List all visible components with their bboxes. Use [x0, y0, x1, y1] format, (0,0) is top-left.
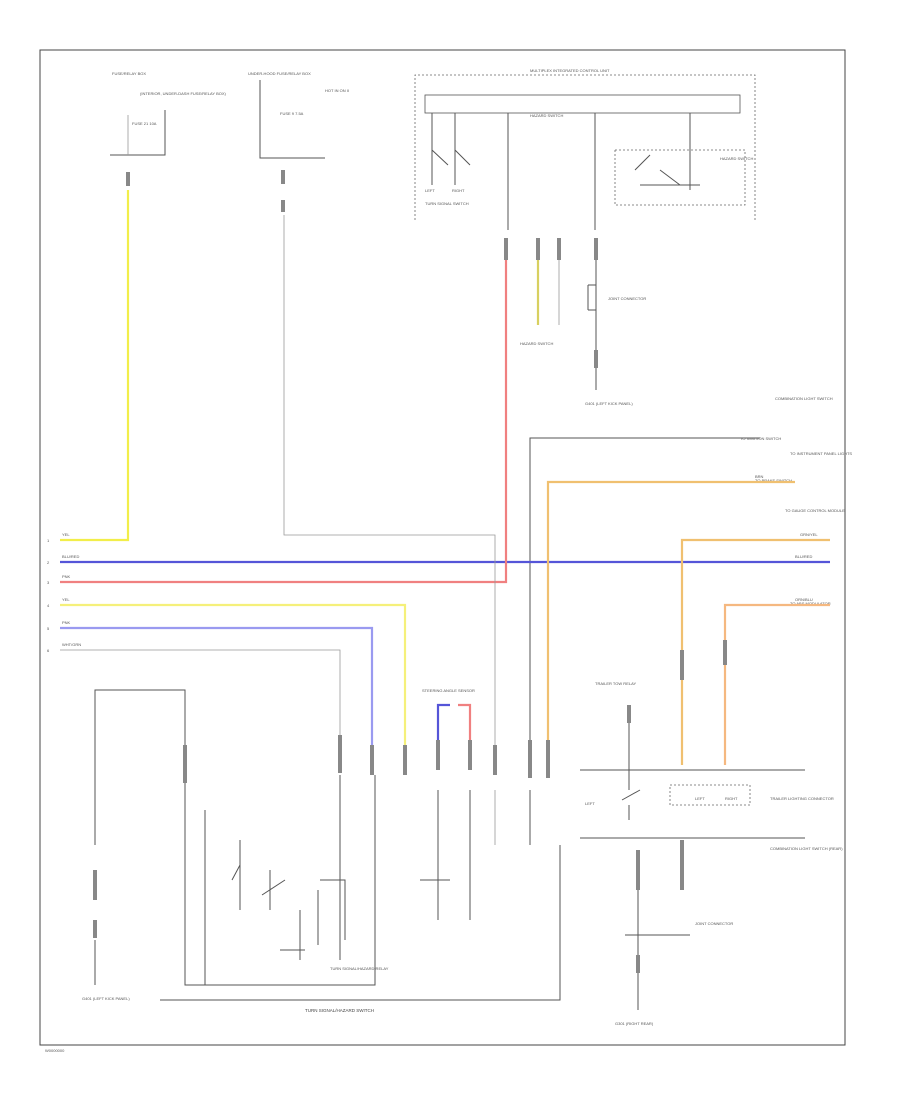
- connector: [536, 238, 540, 260]
- connector: [281, 170, 285, 184]
- ground-left-label: G401 (LEFT KICK PANEL): [82, 996, 130, 1001]
- diagram-frame: [39, 49, 846, 1046]
- wire-gray-right: [529, 437, 760, 740]
- trailer-left-label: LEFT: [585, 801, 595, 806]
- connector: [493, 745, 497, 775]
- fuse-block-left-fuse: FUSE 21 10A: [132, 121, 157, 126]
- lower-right-ground: G301 (RIGHT REAR): [615, 1021, 654, 1026]
- side-pin-3: 3: [47, 580, 50, 585]
- side-pin-1: 1: [47, 538, 50, 543]
- connector: [557, 238, 561, 260]
- left-label: LEFT: [425, 188, 435, 193]
- connector: [338, 735, 342, 773]
- connector: [126, 172, 130, 186]
- lower-right-label: TRAILER LIGHTING CONNECTOR: [770, 796, 834, 801]
- fuse-block-left-head: FUSE/RELAY BOX: [112, 71, 146, 76]
- trailer-left: LEFT: [695, 796, 705, 801]
- trailer-section: TRAILER TOW RELAY LEFT LEFT RIGHT TRAILE…: [580, 640, 843, 1026]
- lower-right-sub: COMBINATION LIGHT SWITCH (REAR): [770, 846, 843, 851]
- side-pin-6: 6: [47, 648, 50, 653]
- wire-blured-label: BLU/RED: [62, 554, 79, 559]
- right-head-1: COMBINATION LIGHT SWITCH: [775, 396, 833, 401]
- diode-label: TRAILER TOW RELAY: [595, 681, 636, 686]
- lower-right-joint: JOINT CONNECTOR: [695, 921, 733, 926]
- wire-pnk-label: PNK: [62, 574, 71, 579]
- switch-assembly-bus: HAZARD SWITCH: [530, 113, 563, 118]
- right-head-3: TO INSTRUMENT PANEL LIGHTS: [790, 451, 852, 456]
- switch-assembly: MULTIPLEX INTEGRATED CONTROL UNIT HAZARD…: [414, 68, 756, 230]
- fuse-block-left-sub: (INTERIOR, UNDER-DASH FUSE/RELAY BOX): [140, 91, 227, 96]
- wire-pink: [60, 260, 508, 584]
- switch-assembly-label: MULTIPLEX INTEGRATED CONTROL UNIT: [530, 68, 610, 73]
- wire-blured-label-r: BLU/RED: [795, 554, 812, 559]
- wire-yellow-lower: [60, 603, 407, 745]
- splice-mid-label: JOINT CONNECTOR: [608, 296, 646, 301]
- right-labels: COMBINATION LIGHT SWITCH TO IGNITION SWI…: [740, 396, 852, 606]
- wire-light-blue: [60, 626, 374, 745]
- connector: [370, 745, 374, 775]
- wire-thin-gray: [60, 649, 341, 745]
- fuse-block-mid: UNDER-HOOD FUSE/RELAY BOX HOT IN ON II F…: [248, 71, 349, 212]
- connector: [504, 238, 508, 260]
- right-label: RIGHT: [452, 188, 465, 193]
- wire-yellow-vertical: [60, 190, 130, 542]
- wire-yel2-label: YEL: [62, 597, 70, 602]
- wire-orange-light: [723, 603, 830, 765]
- fuse-block-mid-sub: HOT IN ON II: [325, 88, 349, 93]
- right-head-5: TO GAUGE CONTROL MODULE: [785, 508, 845, 513]
- wire-wht-label: WHT/GRN: [62, 642, 81, 647]
- bottom-bus: [160, 790, 561, 1001]
- wire-yel3-label: GRN/YEL: [800, 532, 818, 537]
- connector: [546, 740, 550, 778]
- wire-orange-right: [680, 538, 830, 765]
- wire-yel-label: YEL: [62, 532, 70, 537]
- hazard-switch-label: HAZARD SWITCH: [720, 156, 753, 161]
- right-head-6: TO ABS MODULATOR: [790, 601, 831, 606]
- right-head-2: TO IGNITION SWITCH: [740, 436, 781, 441]
- connector: [594, 238, 598, 260]
- fuse-block-mid-fuse: FUSE 9 7.5A: [280, 111, 304, 116]
- wire-brn-label: BRN: [755, 474, 764, 479]
- side-pin-5: 5: [47, 626, 50, 631]
- junction-label: STEERING ANGLE SENSOR: [422, 688, 475, 693]
- wire-pnk2-label: PNK: [62, 620, 71, 625]
- relay-mark: TURN SIGNAL/HAZARD RELAY: [330, 966, 389, 971]
- diagram-footer: TURN SIGNAL/HAZARD SWITCH: [305, 1008, 374, 1013]
- side-pin-4: 4: [47, 603, 50, 608]
- right-head-4: TO BRAKE SWITCH: [755, 478, 792, 483]
- side-pin-2: 2: [47, 560, 50, 565]
- fuse-block-mid-head: UNDER-HOOD FUSE/RELAY BOX: [248, 71, 311, 76]
- wire-orange: [546, 480, 795, 745]
- ground-mid-label: G401 (LEFT KICK PANEL): [585, 401, 633, 406]
- trailer-right: RIGHT: [725, 796, 738, 801]
- connector: [281, 200, 285, 212]
- steering-sensor: STEERING ANGLE SENSOR: [420, 688, 475, 920]
- fuse-block-left: FUSE/RELAY BOX (INTERIOR, UNDER-DASH FUS…: [110, 71, 227, 186]
- turn-switch-label: TURN SIGNAL SWITCH: [425, 201, 469, 206]
- connector: [403, 745, 407, 775]
- ground-mid-a: HAZARD SWITCH: [520, 341, 553, 346]
- page-code: W0000000: [45, 1048, 65, 1053]
- connector: [528, 740, 532, 778]
- connector: [594, 350, 598, 368]
- wire-mid-fuse: [283, 215, 496, 745]
- wire-orn-label: ORN/BLU: [795, 597, 813, 602]
- relay-box: G401 (LEFT KICK PANEL) TURN SIGNAL/HAZAR…: [82, 689, 389, 1001]
